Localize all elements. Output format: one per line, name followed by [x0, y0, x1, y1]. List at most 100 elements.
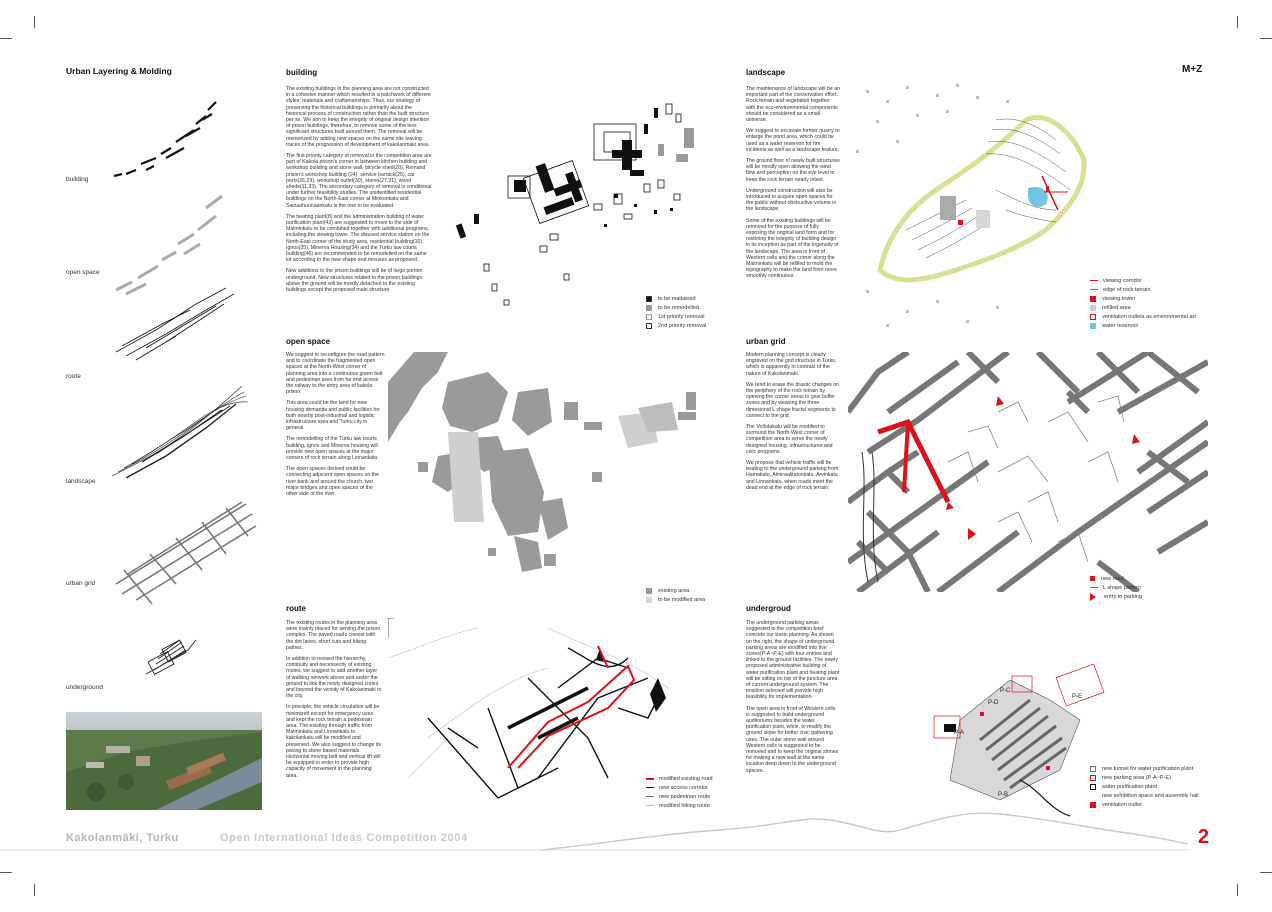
legend-swatch-viewing-tower: [1090, 295, 1096, 302]
urban-grid-paragraph: Modern planning concept is clearly engra…: [746, 352, 837, 377]
footer-competition: Open International Ideas Competition 200…: [220, 832, 468, 844]
zone-label-p-e: P-E: [1072, 694, 1082, 700]
route-text: The existing routes in the planning area…: [286, 620, 382, 784]
crop-mark: [1237, 16, 1238, 28]
legend-swatch-reservoir: [1090, 322, 1096, 329]
legend-label: new exhibition space and assembly hall: [1102, 792, 1199, 799]
landscape-paragraph: The maintenance of landscape will be an …: [746, 86, 841, 124]
layer-label-underground: underground: [66, 684, 103, 691]
building-text: The existing buildings in the planning a…: [286, 86, 432, 298]
layer-route: [115, 287, 235, 361]
route-title: route: [286, 604, 306, 613]
crop-mark: [1260, 872, 1272, 873]
zone-label-p-b: P-B: [998, 792, 1008, 798]
underground-title: undergroud: [746, 604, 791, 613]
legend-label: to be remodelled: [658, 304, 699, 311]
legend-swatch-purification: [1090, 783, 1096, 790]
layering-diagram: [111, 101, 257, 675]
building-paragraph: The first priority category of removal i…: [286, 153, 432, 209]
legend-label: L shape pattern: [1103, 584, 1142, 591]
legend-swatch-ventilation: [1090, 313, 1096, 320]
open-space-paragraph: The remodelling of the Turku law courts …: [286, 436, 379, 462]
zone-label-p-a: P-A: [954, 730, 964, 736]
route-paragraph: In principle, the vehicle circulation wi…: [286, 704, 382, 779]
layer-label-landscape: landscape: [66, 478, 96, 485]
landscape-map: [856, 84, 1087, 327]
legend-label: new parking area (P-A~P-E): [1102, 774, 1171, 781]
urban-grid-text: Modern planning concept is clearly engra…: [746, 352, 840, 496]
underground-legend: new tunnel for water purification plant …: [1090, 764, 1199, 809]
landscape-legend: viewing corridor edge of rock terrain vi…: [1090, 276, 1196, 330]
urban-grid-title: urban grid: [746, 337, 786, 346]
building-paragraph: New additions to the prison buildings wi…: [286, 268, 423, 294]
legend-swatch-maintained: [646, 295, 652, 302]
landscape-paragraph: Underground construction will also be in…: [746, 187, 837, 213]
open-space-paragraph: We suggest to reconfigure the road patte…: [286, 352, 385, 396]
parking-entry-icon: [1090, 592, 1096, 601]
route-legend: modified existing road new access corrid…: [646, 774, 713, 810]
open-space-map: [388, 352, 696, 572]
open-space-paragraph: This area could be the land for new hous…: [286, 400, 380, 432]
open-space-legend: existing area to be modified area: [646, 586, 705, 604]
route-paragraph: In addition to revised the hierarchy, co…: [286, 656, 382, 700]
crop-mark: [34, 884, 35, 896]
footer-terrain-line: [0, 812, 1190, 851]
legend-line-rock-edge: [1090, 289, 1098, 290]
building-legend: to be maitained to be remodelled 1st pri…: [646, 294, 706, 330]
building-title: building: [286, 68, 318, 77]
legend-label: new road: [1101, 575, 1124, 582]
legend-line-access-corridor: [646, 786, 654, 789]
zone-label-p-d: P-D: [988, 700, 999, 706]
legend-swatch-parking: [1090, 774, 1096, 781]
legend-swatch-2nd-removal: [646, 322, 652, 329]
underground-paragraph: The underground parking areas suggested …: [746, 620, 840, 701]
crop-mark: [0, 38, 12, 39]
legend-label: 2nd priority removal: [658, 322, 707, 329]
brand-logo: M+Z: [1182, 64, 1203, 75]
building-paragraph: The existing buildings in the planning a…: [286, 86, 431, 148]
landscape-paragraph: Some of the existing buildings will be r…: [746, 217, 839, 280]
legend-line-modified-road: [646, 777, 654, 780]
crop-mark: [1260, 38, 1272, 39]
legend-label: to be modified area: [658, 596, 706, 603]
crop-mark: [0, 872, 12, 873]
legend-label: 1st priority removal: [658, 313, 705, 320]
layer-label-urban-grid: urban grid: [66, 580, 96, 587]
layer-open-space: [115, 194, 223, 296]
urban-grid-paragraph: We tend to erase the drastic changes on …: [746, 381, 840, 419]
legend-label: new tunnel for water purification plant: [1102, 765, 1194, 772]
legend-label: water purification plant: [1102, 783, 1158, 790]
legend-swatch-existing-area: [646, 587, 652, 594]
legend-label: new pedestrian route: [659, 793, 711, 800]
legend-line-pedestrian: [646, 796, 654, 797]
legend-label: refilled area: [1102, 304, 1131, 311]
landscape-title: landscape: [746, 68, 786, 77]
legend-label: new access corridor: [659, 784, 708, 791]
layer-label-building: building: [66, 176, 89, 183]
legend-label: modified hiking route: [659, 802, 710, 809]
layer-label-open-space: open space: [66, 269, 100, 276]
page-number: 2: [1198, 826, 1210, 848]
legend-label: ventilation outlet: [1102, 801, 1142, 808]
landscape-text: The maintenance of landscape will be an …: [746, 86, 840, 285]
aerial-photo: [66, 712, 262, 810]
legend-label: existing area: [658, 587, 690, 594]
zone-label-p-c: P-C: [1000, 688, 1011, 694]
layer-label-route: route: [66, 373, 81, 380]
crop-mark: [1237, 884, 1238, 896]
legend-swatch-modified-area: [646, 596, 652, 603]
open-space-text: We suggest to reconfigure the road patte…: [286, 352, 386, 502]
legend-label: viewing corridor: [1103, 277, 1142, 284]
urban-grid-paragraph: We propose that vehicle traffic will be …: [746, 460, 839, 491]
layer-underground: [145, 639, 197, 675]
legend-swatch-remodelled: [646, 304, 652, 311]
crop-mark: [34, 16, 35, 28]
underground-map: P-E P-C P-D P-A P-B: [933, 663, 1105, 817]
urban-grid-legend: new road L shape pattern entry to parkin…: [1090, 574, 1142, 601]
legend-swatch-refilled-area: [1090, 304, 1096, 311]
urban-grid-paragraph: The Volhdakatu will be modified to surro…: [746, 424, 833, 455]
legend-line-viewing-corridor: [1090, 279, 1098, 282]
landscape-paragraph: We suggest to excavate former quarry to …: [746, 128, 840, 153]
layer-building: [113, 101, 217, 178]
urban-grid-map: [848, 352, 1208, 592]
